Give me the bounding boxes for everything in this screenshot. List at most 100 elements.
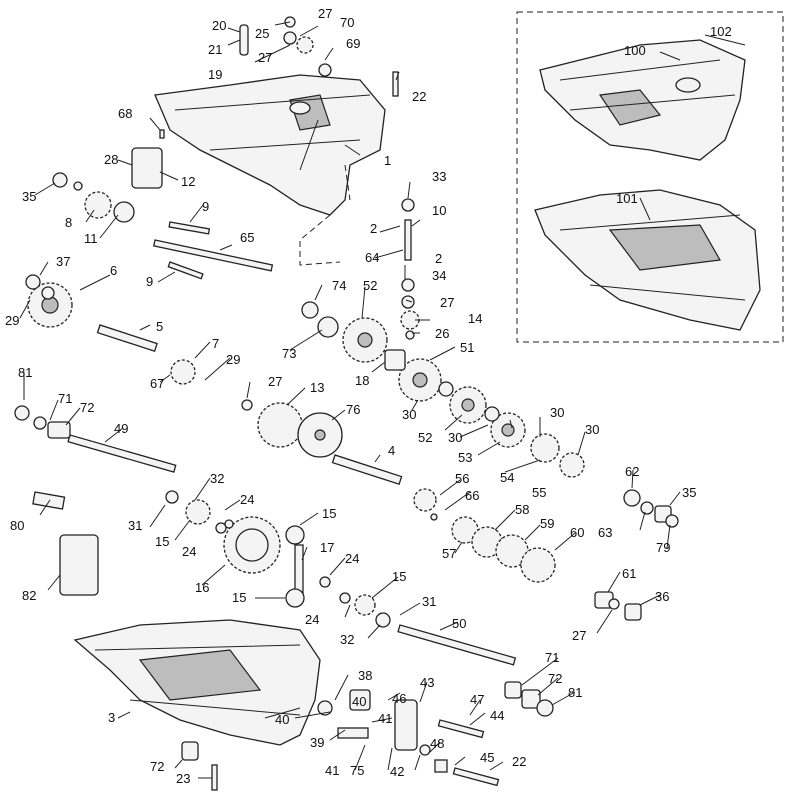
label-71: 71 (58, 391, 72, 406)
label-101: 101 (616, 191, 638, 206)
label-20: 20 (212, 18, 226, 33)
gears (27, 36, 585, 616)
label-2: 2 (370, 221, 377, 236)
label-48: 48 (430, 736, 444, 751)
label-41: 41 (378, 711, 392, 726)
label-37: 37 (56, 254, 70, 269)
label-12: 12 (181, 174, 195, 189)
label-66: 66 (465, 488, 479, 503)
leader-lines (19, 21, 746, 779)
label-81: 81 (18, 365, 32, 380)
label-102: 102 (710, 24, 732, 39)
label-25: 25 (255, 26, 269, 41)
shafts (67, 219, 517, 666)
label-7: 7 (212, 336, 219, 351)
label-100: 100 (624, 43, 646, 58)
inset-lower-housing (534, 189, 761, 331)
label-52: 52 (363, 278, 377, 293)
label-61: 61 (622, 566, 636, 581)
label-14: 14 (468, 311, 482, 326)
label-82: 82 (22, 588, 36, 603)
label-9: 9 (146, 274, 153, 289)
label-27: 27 (318, 6, 332, 21)
label-39: 39 (310, 735, 324, 750)
label-3: 3 (108, 710, 115, 725)
label-15: 15 (322, 506, 336, 521)
label-57: 57 (442, 546, 456, 561)
label-79: 79 (656, 540, 670, 555)
label-34: 34 (432, 268, 446, 283)
label-27: 27 (572, 628, 586, 643)
label-52: 52 (418, 430, 432, 445)
label-17: 17 (320, 540, 334, 555)
label-42: 42 (390, 764, 404, 779)
label-53: 53 (458, 450, 472, 465)
label-10: 10 (432, 203, 446, 218)
label-49: 49 (114, 421, 128, 436)
label-80: 80 (10, 518, 24, 533)
label-38: 38 (358, 668, 372, 683)
washers-bushings (14, 172, 679, 761)
label-65: 65 (240, 230, 254, 245)
label-22: 22 (512, 754, 526, 769)
label-30: 30 (585, 422, 599, 437)
label-35: 35 (682, 485, 696, 500)
label-47: 47 (470, 692, 484, 707)
label-29: 29 (5, 313, 19, 328)
label-11: 11 (84, 231, 98, 246)
label-24: 24 (182, 544, 196, 559)
label-30: 30 (550, 405, 564, 420)
label-73: 73 (282, 346, 296, 361)
label-18: 18 (355, 373, 369, 388)
label-60: 60 (570, 525, 584, 540)
misc-parts (32, 16, 500, 791)
label-26: 26 (435, 326, 449, 341)
label-58: 58 (515, 502, 529, 517)
label-41: 41 (325, 763, 339, 778)
label-70: 70 (340, 15, 354, 30)
label-76: 76 (346, 402, 360, 417)
label-72: 72 (548, 671, 562, 686)
label-62: 62 (625, 464, 639, 479)
label-75: 75 (350, 763, 364, 778)
label-1: 1 (384, 153, 391, 168)
label-32: 32 (210, 471, 224, 486)
label-2: 2 (435, 251, 442, 266)
label-55: 55 (532, 485, 546, 500)
upper-housing (154, 74, 386, 216)
label-24: 24 (305, 612, 319, 627)
label-31: 31 (128, 518, 142, 533)
label-28: 28 (104, 152, 118, 167)
label-30: 30 (448, 430, 462, 445)
label-19: 19 (208, 67, 222, 82)
label-67: 67 (150, 376, 164, 391)
label-27: 27 (258, 50, 272, 65)
label-43: 43 (420, 675, 434, 690)
label-72: 72 (150, 759, 164, 774)
label-54: 54 (500, 470, 514, 485)
label-51: 51 (460, 340, 474, 355)
label-64: 64 (365, 250, 379, 265)
label-81: 81 (568, 685, 582, 700)
label-69: 69 (346, 36, 360, 51)
label-30: 30 (402, 407, 416, 422)
label-24: 24 (240, 492, 254, 507)
label-24: 24 (345, 551, 359, 566)
label-45: 45 (480, 750, 494, 765)
part-labels: 20 25 27 70 21 27 69 19 22 68 1 28 12 35… (5, 6, 732, 786)
label-21: 21 (208, 42, 222, 57)
label-31: 31 (422, 594, 436, 609)
label-40: 40 (352, 694, 366, 709)
label-59: 59 (540, 516, 554, 531)
label-15: 15 (392, 569, 406, 584)
label-23: 23 (176, 771, 190, 786)
label-63: 63 (598, 525, 612, 540)
label-74: 74 (332, 278, 346, 293)
label-8: 8 (65, 215, 72, 230)
label-46: 46 (392, 691, 406, 706)
label-71: 71 (545, 650, 559, 665)
label-44: 44 (490, 708, 504, 723)
inset-box (516, 11, 784, 343)
label-36: 36 (655, 589, 669, 604)
